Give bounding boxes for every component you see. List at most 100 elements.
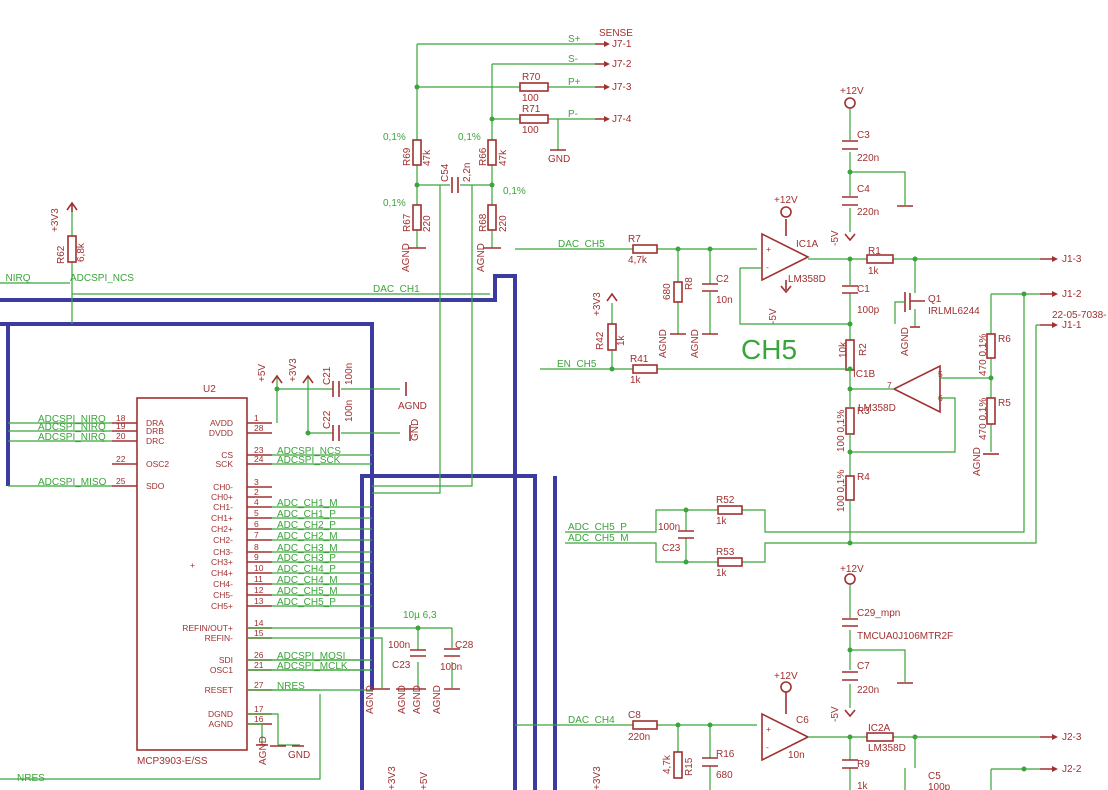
part-c28-value: 100n xyxy=(388,640,410,651)
u2-pin-label: CH1+ xyxy=(211,513,233,523)
net-dac-ch4: DAC_CH4 xyxy=(568,715,615,726)
bus-lines xyxy=(0,274,557,790)
u2-pin-label: SCK xyxy=(216,459,234,469)
part-c8-ref: C7 xyxy=(857,661,870,672)
part-c4-ref: C4 xyxy=(857,184,870,195)
u2-net-label: ADC_CH1_P xyxy=(277,509,336,520)
supply-bottom-3v3: +3V3 xyxy=(387,766,398,790)
part-c29-mpn: 10µ 6,3 xyxy=(403,610,437,621)
u2-net-label: ADC_CH5_P xyxy=(277,597,336,608)
part-r70-ref: R70 xyxy=(522,72,541,83)
ch5-channel: + - xyxy=(515,97,1058,567)
u2-pin-label: CH5- xyxy=(213,590,233,600)
u2-pin-label: DGND xyxy=(208,709,233,719)
net-adc-ch5-p: ADC_CH5_P xyxy=(568,522,627,533)
net-p-plus: P+ xyxy=(568,77,581,88)
supply-ic1a-12v: +12V xyxy=(774,195,798,206)
part-r70-value: 100 xyxy=(522,93,539,104)
part-ic1a-value: LM358D xyxy=(788,274,826,285)
part-c54-value: 2,2n xyxy=(462,163,473,182)
svg-text:-: - xyxy=(766,262,769,272)
u2-net-label: ADC_CH3_M xyxy=(277,543,338,554)
u2-pin-label: CH5+ xyxy=(211,601,233,611)
part-c7-ref: C29_mpn xyxy=(857,608,900,619)
ic-u2-body[interactable]: + xyxy=(136,397,248,751)
left-nets xyxy=(0,201,490,780)
u2-pin-label: REFIN/OUT+ xyxy=(182,623,233,633)
u2-net-label: ADCSPI_NIRQ xyxy=(38,414,106,425)
conn-date: 22-05-7038- xyxy=(1052,310,1106,321)
supply-c3-12v: +12V xyxy=(840,86,864,97)
agnd-label-c28c: AGND xyxy=(412,685,423,714)
part-c29-ref: C28 xyxy=(455,640,474,651)
u2-pin-label: SDO xyxy=(146,481,165,491)
u2-pin-label: CH0- xyxy=(213,482,233,492)
u2-pin-num: 12 xyxy=(254,585,264,595)
conn-j1-3: J1-3 xyxy=(1062,254,1082,265)
part-r6-value: 470 0,1% xyxy=(978,334,989,376)
svg-text:5: 5 xyxy=(938,369,943,379)
u2-pin-num: 8 xyxy=(254,542,259,552)
gnd-label-sense: GND xyxy=(548,154,570,165)
agnd-label-c21: AGND xyxy=(398,401,427,412)
part-r16-value: 4,7k xyxy=(662,754,673,774)
agnd-label-r68: AGND xyxy=(476,243,487,272)
part-c21-ref: C21 xyxy=(322,366,333,385)
u2-pin-label: AVDD xyxy=(210,418,233,428)
part-r16-ref: R15 xyxy=(684,757,695,776)
part-q1-ref: Q1 xyxy=(928,294,942,305)
u2-net-label: ADC_CH1_M xyxy=(277,498,338,509)
u2-pin-num: 22 xyxy=(116,454,126,464)
part-c6-ref: R16 xyxy=(716,749,735,760)
part-r9-value: LM358D xyxy=(868,743,906,754)
u2-pin-num: 24 xyxy=(254,454,264,464)
part-r66-ref: R66 xyxy=(478,147,489,166)
part-r7-ref: R7 xyxy=(628,234,641,245)
part-c4-value: 220n xyxy=(857,207,879,218)
part-r15-ref: C8 xyxy=(628,710,641,721)
svg-text:-: - xyxy=(766,742,769,752)
part-r68-tol: 0,1% xyxy=(503,186,526,197)
u2-pin-num: 25 xyxy=(116,476,126,486)
part-r67-ref: R67 xyxy=(402,213,413,232)
part-r52-value: 1k xyxy=(716,516,728,527)
gnd-label-u2: GND xyxy=(288,750,310,761)
part-c3-ref: C3 xyxy=(857,130,870,141)
supply-ic1a-m5v: -5V xyxy=(768,308,779,324)
u2-pin-num: 21 xyxy=(254,660,264,670)
part-r2-value: 10k xyxy=(838,341,849,358)
net-adc-ch5-m: ADC_CH5_M xyxy=(568,533,629,544)
part-r62-ref: R62 xyxy=(56,245,67,264)
u2-net-label: ADCSPI_NIRQ xyxy=(38,432,106,443)
part-c23-value: 100n xyxy=(658,522,680,533)
part-q2-value: 100p xyxy=(928,782,951,790)
agnd-label-r5: AGND xyxy=(972,447,983,476)
part-r69-value: 47k xyxy=(422,149,433,166)
u2-net-label: ADC_CH2_M xyxy=(277,531,338,542)
conn-j2-2: J2-2 xyxy=(1062,764,1082,775)
part-ic1b-ref: IC1B xyxy=(853,369,876,380)
u2-pin-label: SDI xyxy=(219,655,233,665)
u2-pin-num: 9 xyxy=(254,552,259,562)
part-r2-ref: R2 xyxy=(858,343,869,356)
conn-j7-4: J7-4 xyxy=(612,114,632,125)
u2-pin-label: CH3+ xyxy=(211,557,233,567)
u2-pin-label: DVDD xyxy=(209,428,233,438)
conn-j7-1: J7-1 xyxy=(612,39,632,50)
net-adcspi-ncs: ADCSPI_NCS xyxy=(70,273,134,284)
part-c54-ref: C54 xyxy=(440,163,451,182)
part-r6-ref: R6 xyxy=(998,334,1011,345)
u2-pin-num: 4 xyxy=(254,497,259,507)
supply-r42b-3v3: +3V3 xyxy=(592,766,603,790)
u2-pin-num: 18 xyxy=(116,413,126,423)
part-r53-ref: R53 xyxy=(716,547,735,558)
u2-pin-label: CH2+ xyxy=(211,524,233,534)
part-r67-value: 220 xyxy=(422,215,433,232)
u2-pin-label: REFIN- xyxy=(205,633,234,643)
u2-pin-num: 2 xyxy=(254,487,259,497)
u2-pin-num: 16 xyxy=(254,714,264,724)
u2-pin-label: CH2- xyxy=(213,535,233,545)
u2-pin-num: 26 xyxy=(254,650,264,660)
